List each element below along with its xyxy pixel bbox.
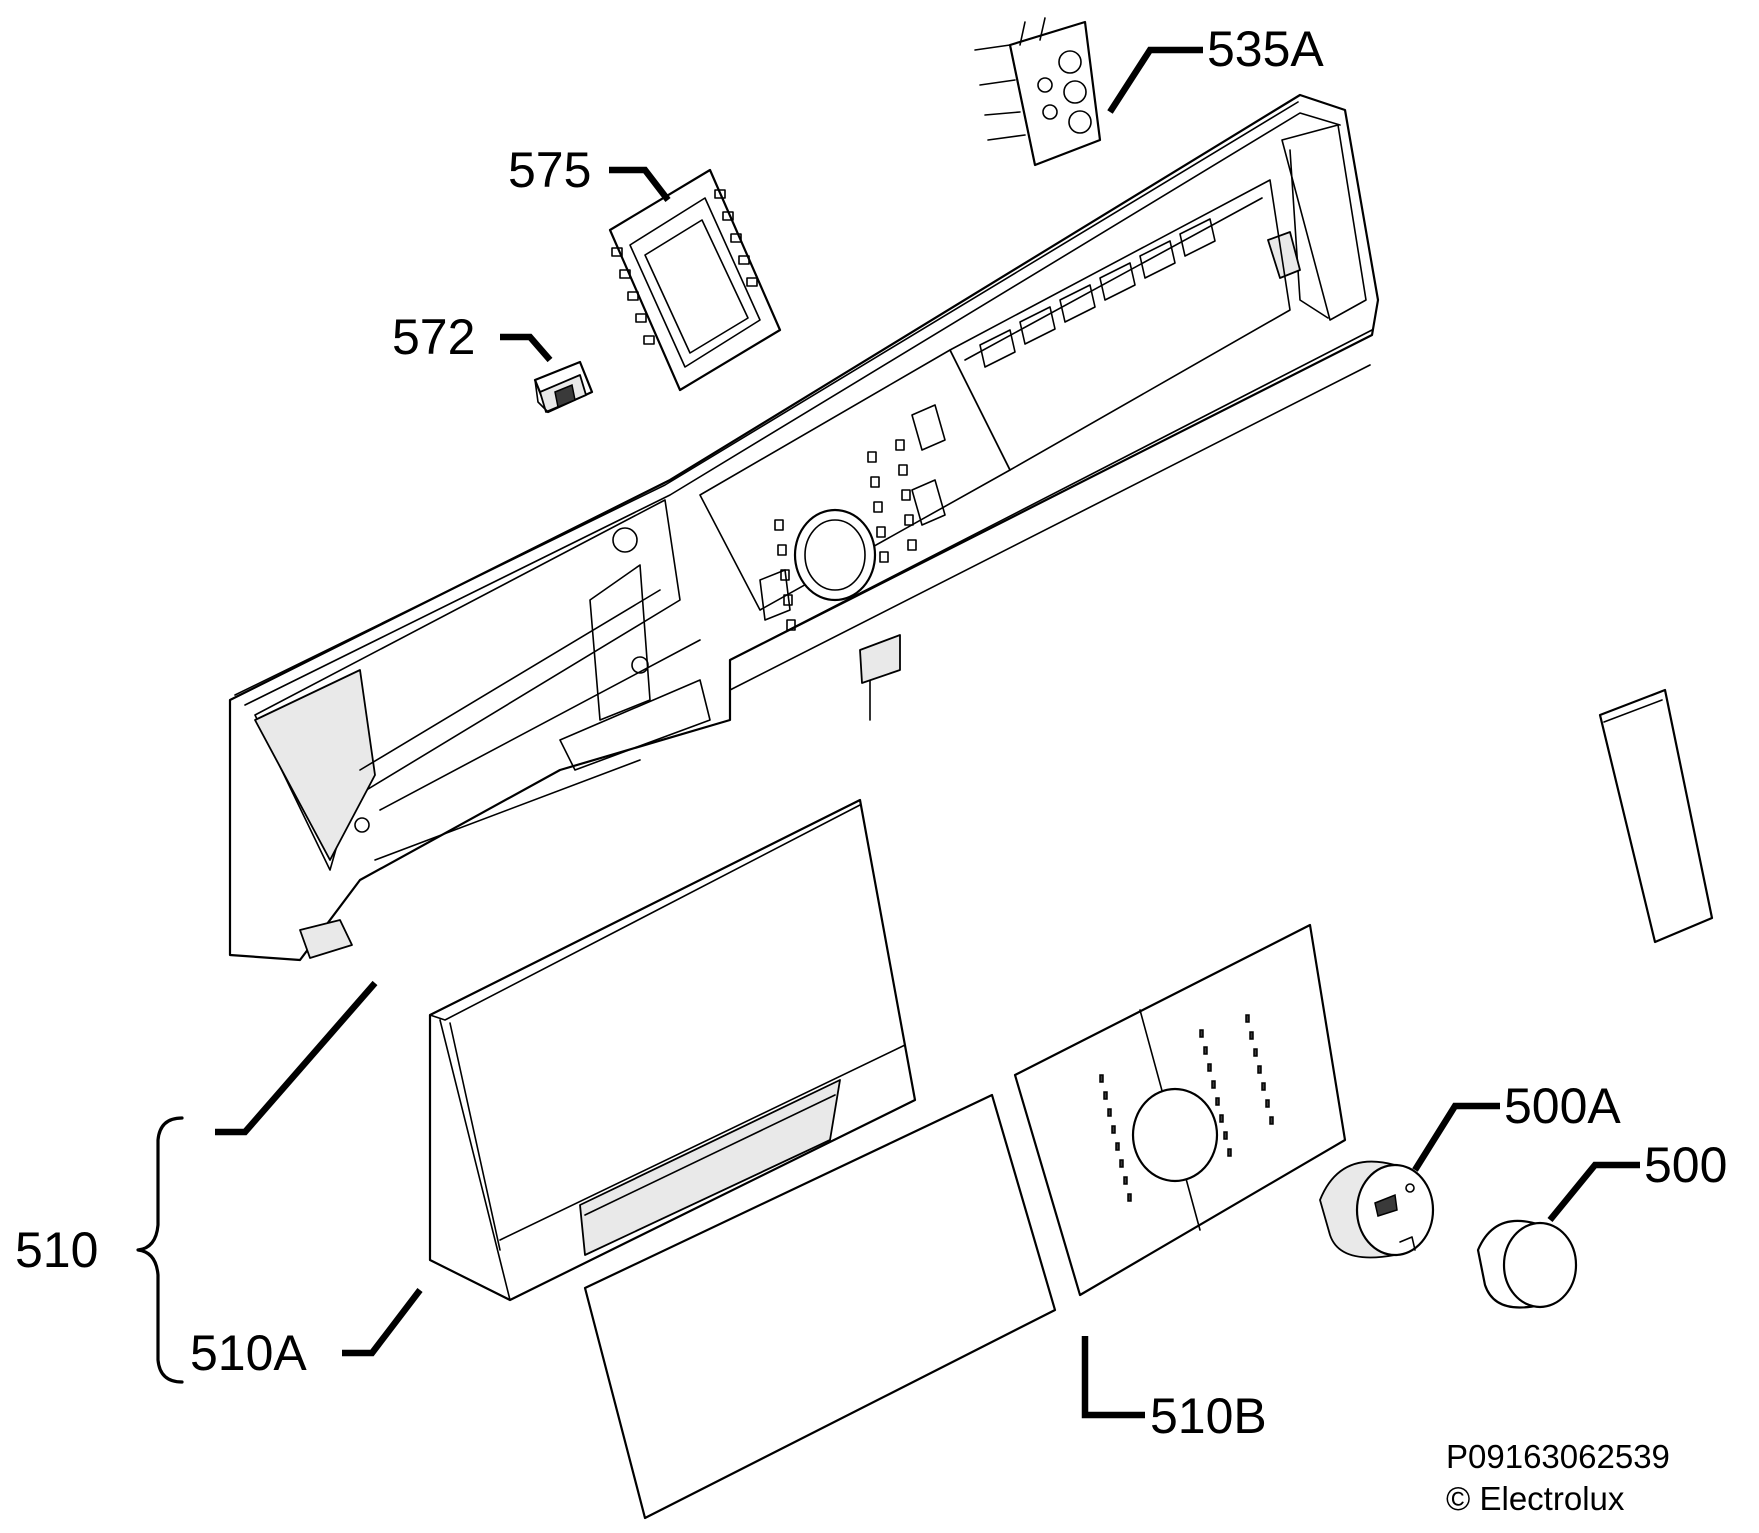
control-panel-frame: [228, 93, 1380, 962]
label-535A: 535A: [1207, 21, 1324, 77]
leader-lines: [215, 46, 1640, 1419]
label-510: 510: [15, 1222, 98, 1278]
leader-500: [1547, 1161, 1640, 1223]
bezel-tabs: [611, 189, 758, 345]
leader-510-upper: [215, 980, 378, 1136]
leader-510A: [342, 1288, 423, 1357]
label-510A: 510A: [190, 1325, 307, 1381]
leader-510B: [1081, 1336, 1145, 1419]
leader-575: [609, 166, 671, 202]
part-500-knob-cap: [1476, 1219, 1578, 1309]
copyright-notice: © Electrolux: [1446, 1480, 1625, 1517]
part-510B-panel-overlay: [1013, 923, 1347, 1297]
label-500A: 500A: [1504, 1078, 1621, 1134]
label-510B: 510B: [1150, 1388, 1267, 1444]
part-575-bezel: [608, 168, 782, 392]
label-572: 572: [392, 309, 475, 365]
leader-572: [500, 333, 553, 363]
drawer-front-plate: [583, 1093, 1057, 1520]
overlay-dashes: [1099, 1014, 1274, 1202]
part-535A-connector: [974, 17, 1102, 167]
knob-housing-slots: [774, 439, 917, 631]
part-572-button: [533, 360, 594, 414]
reference-code: P09163062539: [1446, 1438, 1670, 1475]
label-575: 575: [508, 142, 591, 198]
part-510A-drawer-handle: [428, 798, 917, 1302]
brace-510: [136, 1116, 184, 1384]
leader-500A: [1412, 1102, 1500, 1172]
label-500: 500: [1644, 1137, 1727, 1193]
leader-535A: [1107, 46, 1203, 114]
part-500A-knob-shaft: [1319, 1160, 1435, 1259]
side-end-strip: [1598, 688, 1714, 944]
